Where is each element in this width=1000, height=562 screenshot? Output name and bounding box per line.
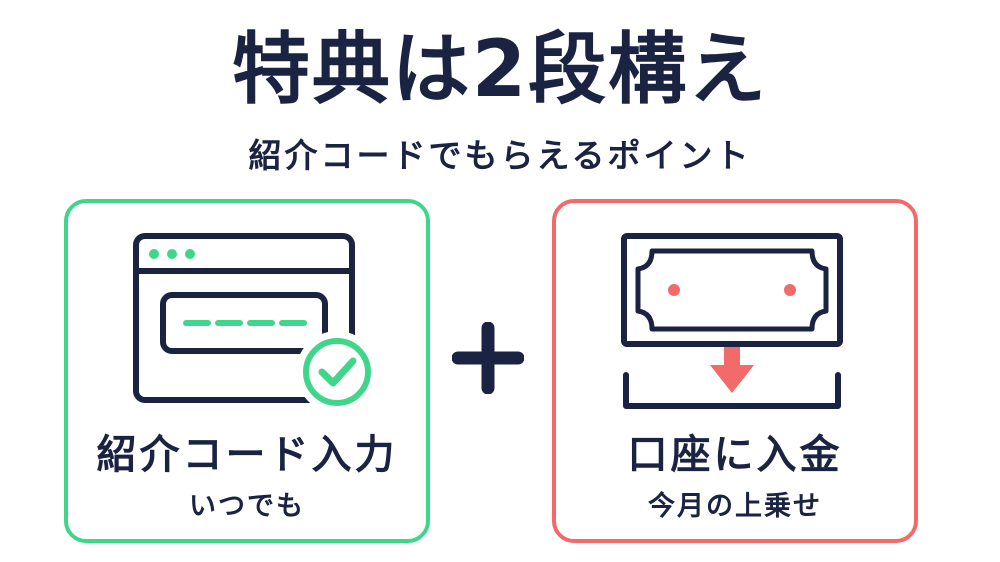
page-title: 特典は2段構え [231, 25, 769, 115]
card-sublabel: いつでも [189, 491, 305, 522]
card-label: 口座に入金 [627, 432, 843, 478]
card-sublabel: 今月の上乗せ [648, 491, 822, 522]
plus-icon [452, 322, 524, 394]
card-label: 紹介コード入力 [96, 432, 398, 478]
browser-window-check-icon [133, 233, 378, 413]
banknote-deposit-icon [621, 233, 843, 409]
card-referral-code: 紹介コード入力 いつでも [64, 199, 430, 543]
page-subtitle: 紹介コードでもらえるポイント [248, 136, 752, 175]
card-deposit: 口座に入金 今月の上乗せ [552, 199, 918, 543]
